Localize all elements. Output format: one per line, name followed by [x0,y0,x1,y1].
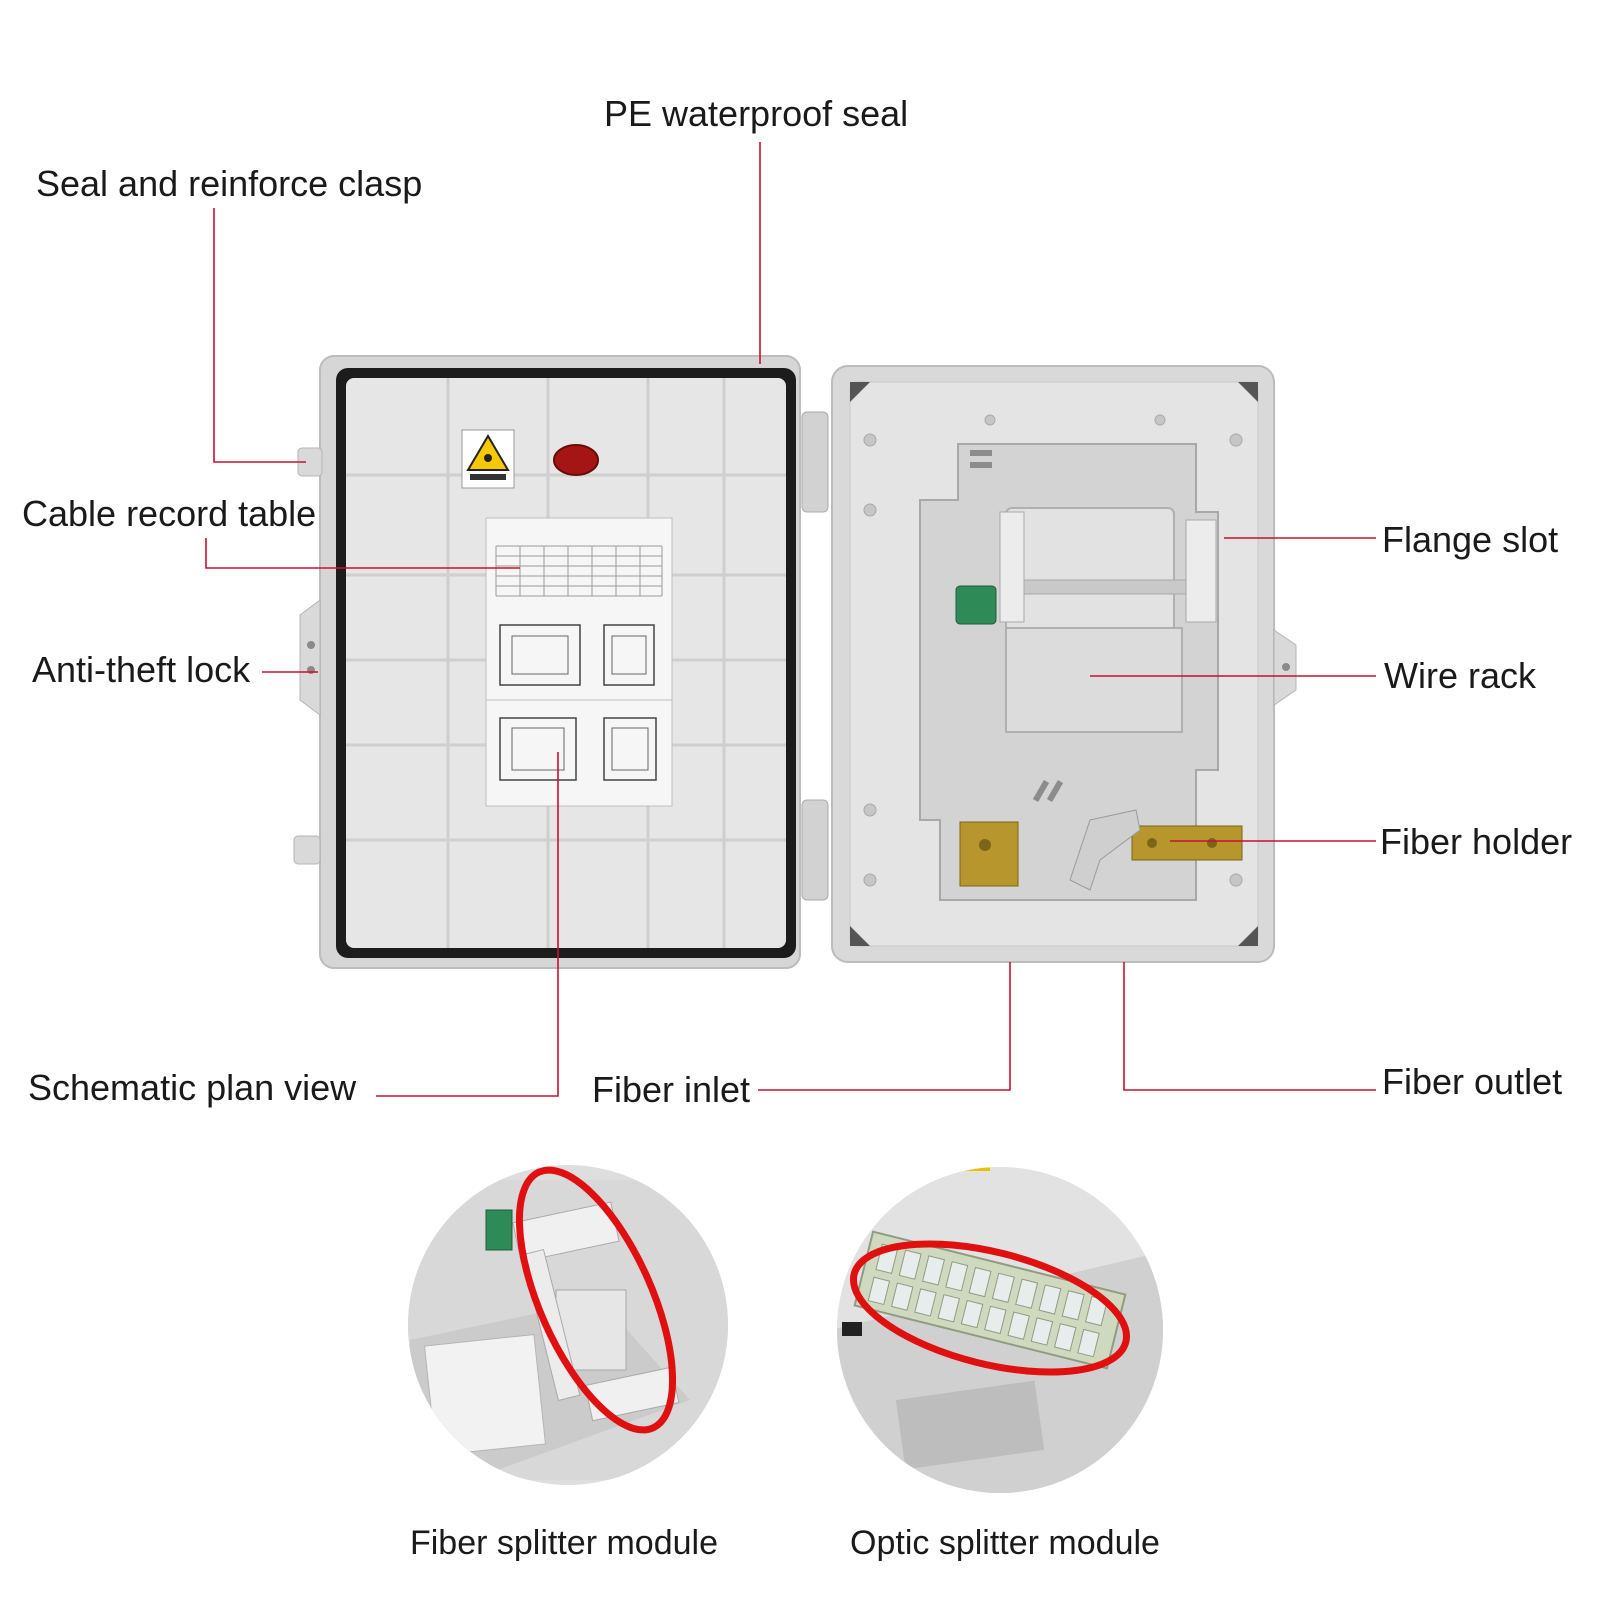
label-schematic-plan-view: Schematic plan view [28,1067,357,1108]
label-anti-theft-lock: Anti-theft lock [32,649,251,690]
detail-fiber-splitter [408,1165,728,1485]
detail-optic-splitter [837,1167,1163,1493]
label-flange-slot: Flange slot [1382,519,1559,560]
lock-tab [299,599,321,716]
label-fiber-outlet: Fiber outlet [1382,1061,1563,1102]
leader-outlet [1123,962,1376,1091]
caption-optic-splitter-module: Optic splitter module [850,1524,1160,1562]
leader-inlet [758,962,1011,1091]
label-pe-waterproof-seal: PE waterproof seal [604,93,909,134]
lid-panel [293,355,801,969]
base-panel [831,365,1297,963]
brass-bracket [959,821,1019,887]
green-connector [485,1209,513,1251]
label-cable-record-table: Cable record table [22,493,317,534]
fiber-tray-rack [853,1230,1127,1370]
label-wire-rack: Wire rack [1384,655,1536,696]
flange-slot-bar [1185,519,1217,623]
label-fiber-holder: Fiber holder [1380,821,1573,862]
caption-fiber-splitter-module: Fiber splitter module [409,1524,718,1562]
fiber-holder-bar [1131,825,1243,861]
hinges [801,411,829,901]
leader-lines [205,142,1376,1097]
record-sheet [485,517,673,807]
laser-warning-icon [461,429,515,489]
label-fiber-inlet: Fiber inlet [592,1069,751,1110]
leader-schematic [376,752,559,1097]
highlight-ring-right [849,1240,1131,1376]
leader-clasp [213,208,306,463]
mounting-holes [863,414,1243,887]
highlight-ring-left [515,1166,677,1434]
clasp-bottom [293,835,321,865]
green-module [955,585,997,625]
splitter-window [1005,507,1175,633]
red-indicator-icon [553,444,599,476]
leader-cable-record [205,538,520,569]
label-seal-reinforce-clasp: Seal and reinforce clasp [36,163,423,204]
